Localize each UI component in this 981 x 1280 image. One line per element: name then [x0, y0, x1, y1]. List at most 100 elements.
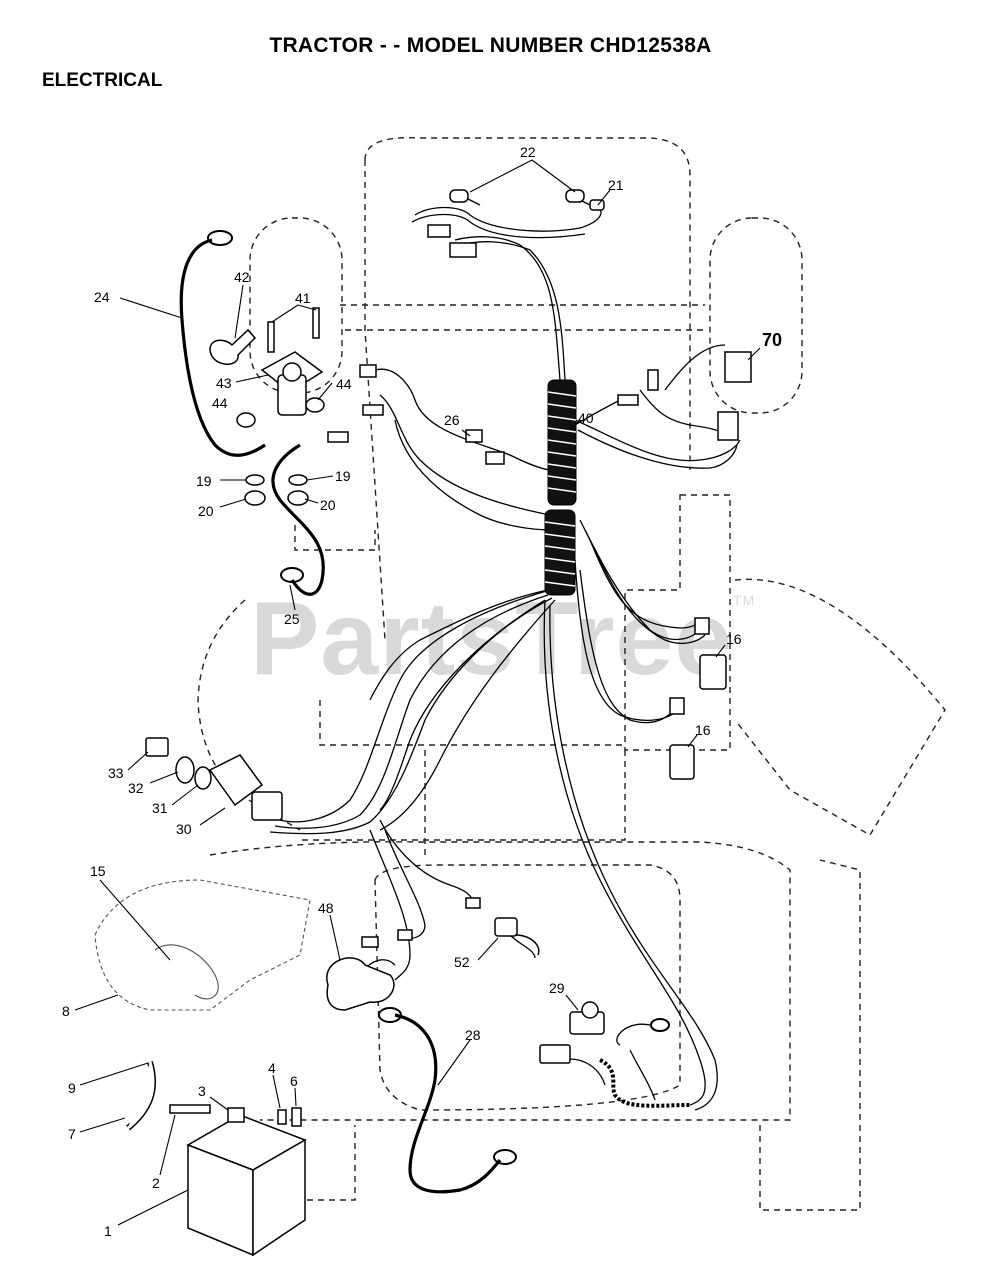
harness-wire	[279, 589, 551, 823]
callout-24: 24	[94, 289, 110, 305]
connector-small	[465, 897, 481, 909]
watermark-trademark: TM	[733, 592, 756, 608]
nut-44-left	[236, 412, 256, 428]
cover-6	[291, 1107, 302, 1127]
wrap-ring	[544, 533, 576, 539]
switch-16-upper	[699, 654, 727, 690]
switch-70-body	[724, 351, 752, 383]
callout-labels: 22 21 24 42 41 70 43 44 44 40 26 19 19 2…	[62, 144, 782, 1239]
callout-26: 26	[444, 412, 460, 428]
harness-wire	[374, 368, 553, 471]
leader-22	[469, 159, 533, 193]
harness-wire	[454, 236, 561, 381]
callout-15: 15	[90, 863, 106, 879]
callout-9: 9	[68, 1080, 76, 1096]
module-52	[397, 897, 540, 956]
harness-wire	[639, 389, 726, 436]
components	[94, 189, 752, 1257]
wrap-ring	[544, 521, 576, 527]
connector-26a	[465, 429, 483, 443]
harness-wire	[584, 529, 706, 644]
callout-22: 22	[520, 144, 536, 160]
harness-wire	[274, 594, 549, 829]
leader-21	[597, 189, 611, 206]
leader-22	[531, 159, 576, 193]
harness-wire	[589, 539, 703, 629]
callout-16-lower: 16	[695, 722, 711, 738]
connector-26b	[485, 451, 505, 465]
switches-16	[669, 617, 727, 780]
wrap-ring	[547, 427, 577, 433]
boot-42	[209, 328, 257, 365]
wrap-ring	[547, 487, 577, 493]
leader-31	[171, 784, 199, 806]
washer-19-right	[288, 474, 308, 486]
leader-44	[317, 382, 333, 401]
callout-43: 43	[216, 375, 232, 391]
wrap-ring	[547, 463, 577, 469]
cable-25	[271, 443, 325, 596]
solenoid-screw	[267, 321, 275, 353]
bulb-left	[449, 189, 469, 203]
harness-wire	[394, 419, 553, 531]
callout-21: 21	[608, 177, 624, 193]
connector-small	[362, 404, 384, 416]
harness-wire	[543, 599, 706, 1106]
fender-left-outline	[197, 599, 301, 831]
switch-30-plug	[251, 791, 283, 821]
leader-42	[234, 284, 244, 339]
terminal-ring	[650, 1018, 670, 1032]
leader-43	[235, 374, 269, 383]
rear-deck-outline	[209, 841, 791, 1121]
callout-16-upper: 16	[726, 631, 742, 647]
rear-right-tire-outline	[759, 859, 861, 1211]
leader-28	[437, 1039, 471, 1086]
callout-4: 4	[268, 1060, 276, 1076]
engine-block-outline	[94, 879, 311, 1011]
wrap-ring	[544, 545, 576, 551]
switch-70-plug	[717, 411, 739, 441]
leader-32	[149, 771, 179, 784]
leader-24	[119, 297, 183, 319]
callout-40: 40	[578, 410, 594, 426]
nut-20-right	[287, 490, 309, 506]
nut-4	[277, 1109, 287, 1125]
bulb-right	[565, 189, 585, 203]
harness-wire	[269, 597, 553, 835]
connector-small	[327, 431, 349, 443]
leader-41	[297, 304, 317, 311]
terminal-ring	[493, 1149, 517, 1165]
cable-24	[179, 238, 266, 457]
wrap-ring	[547, 415, 577, 421]
headlight-bulbs	[427, 189, 605, 258]
washer-31	[194, 766, 212, 790]
leader-52	[477, 937, 499, 961]
washers-19-20	[244, 474, 309, 506]
connector-small	[397, 929, 413, 941]
bulb-socket	[589, 199, 605, 211]
terminal-ring	[378, 1007, 402, 1023]
harness-wrap	[544, 379, 577, 596]
harness-wire	[579, 569, 677, 724]
leader-48	[329, 914, 341, 961]
leader-9	[79, 1062, 149, 1086]
callout-30: 30	[176, 821, 192, 837]
callout-48: 48	[318, 900, 334, 916]
wrap-ring	[547, 451, 577, 457]
harness-wire	[459, 241, 566, 381]
wrap-ring	[544, 581, 576, 587]
hood-outline	[364, 136, 691, 470]
module-52-lead	[514, 934, 540, 956]
front-axle-line	[340, 304, 705, 331]
terminal-ring	[280, 567, 304, 583]
callout-52: 52	[454, 954, 470, 970]
switch-16-lower	[669, 744, 695, 780]
switch-30-body	[208, 754, 264, 807]
callout-19-left: 19	[196, 473, 212, 489]
callout-2: 2	[152, 1175, 160, 1191]
section-label: ELECTRICAL	[42, 70, 163, 91]
wiring-harness	[269, 194, 741, 1111]
seat-switch-48	[326, 936, 395, 1011]
switch-48-body	[326, 957, 395, 1011]
callout-44-left: 44	[212, 395, 228, 411]
